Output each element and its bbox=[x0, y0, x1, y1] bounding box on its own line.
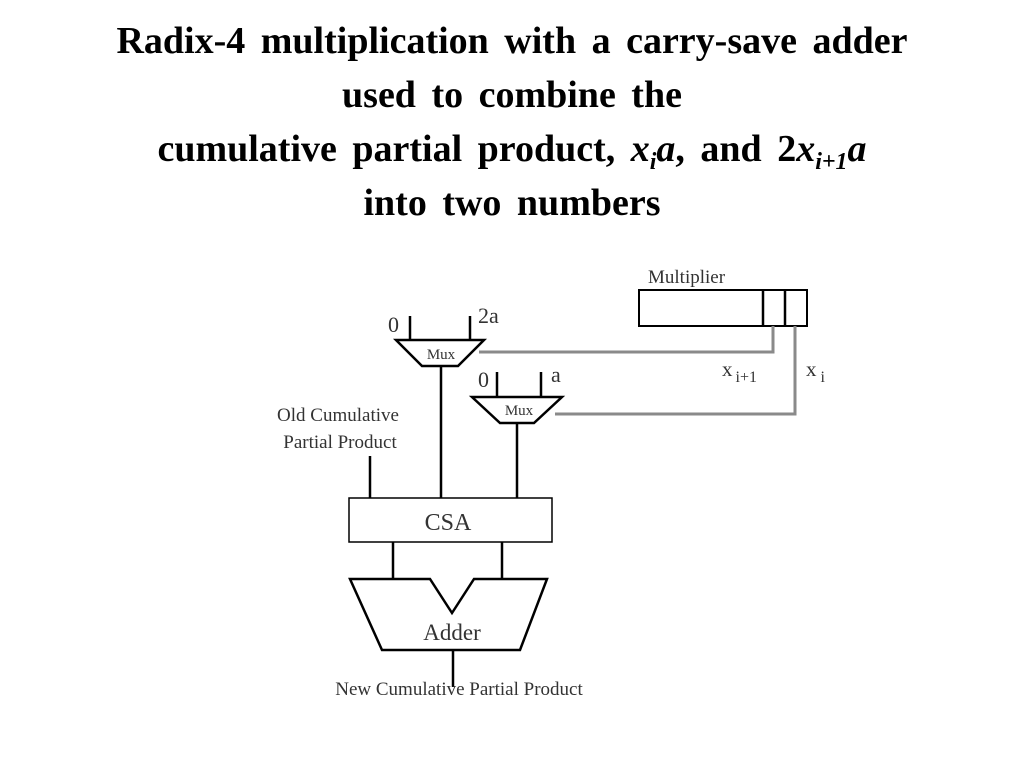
title-line-1: Radix-4 multiplication with a carry-save… bbox=[116, 20, 908, 62]
title-var-a: a bbox=[656, 128, 676, 170]
multiplier-label: Multiplier bbox=[648, 267, 726, 288]
title-line-3-prefix: cumulative partial product, bbox=[157, 128, 616, 170]
title-line-4: into two numbers bbox=[363, 182, 661, 224]
title-var-x: x bbox=[630, 128, 650, 170]
mux1 bbox=[392, 338, 488, 368]
mux2-input-a-label: a bbox=[551, 362, 561, 387]
old-cpp-label-line-2: Partial Product bbox=[283, 432, 397, 453]
csa-label: CSA bbox=[425, 510, 472, 536]
title-sub-i: i bbox=[649, 149, 657, 175]
mux2 bbox=[468, 395, 566, 425]
title-var-a2: a bbox=[847, 128, 867, 170]
new-cpp-label: New Cumulative Partial Product bbox=[335, 679, 583, 700]
mux2-label: Mux bbox=[505, 403, 534, 419]
slide-title: Radix-4 multiplication with a carry-save… bbox=[0, 14, 1024, 230]
adder bbox=[348, 577, 549, 652]
mux1-label: Mux bbox=[427, 347, 456, 363]
mux1-input-0-label: 0 bbox=[388, 312, 399, 337]
multiplier-register bbox=[638, 289, 808, 327]
csa-box bbox=[348, 497, 553, 543]
mux1-input-2a-label: 2a bbox=[478, 303, 499, 328]
select-wire-xi1 bbox=[479, 326, 775, 354]
title-line-2: used to combine the bbox=[342, 74, 682, 116]
title-line-3: cumulative partial product, xia, and 2xi… bbox=[0, 122, 1024, 176]
title-sub-i1: i+1 bbox=[815, 149, 848, 175]
adder-label: Adder bbox=[423, 620, 481, 645]
title-line-3-mid: , and 2 bbox=[675, 128, 797, 170]
select-wire-xi bbox=[555, 326, 797, 416]
mux2-input-0-label: 0 bbox=[478, 367, 489, 392]
old-cpp-label-line-1: Old Cumulative bbox=[277, 405, 399, 426]
title-var-x2: x bbox=[796, 128, 816, 170]
